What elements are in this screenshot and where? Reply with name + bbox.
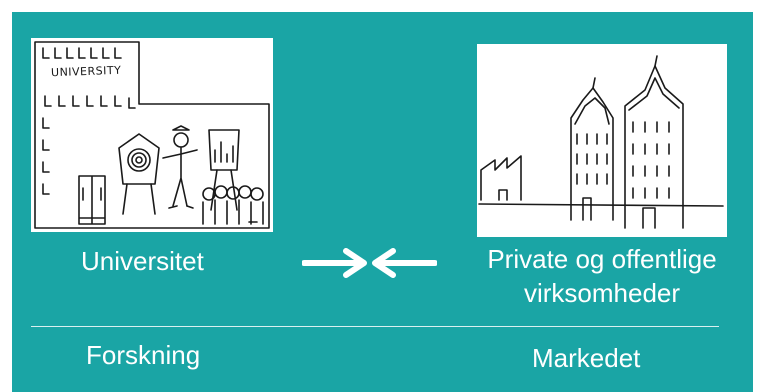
university-sketch <box>34 41 270 229</box>
university-label: Universitet <box>81 246 204 276</box>
business-label: Private og offentlige virksomheder <box>457 242 747 310</box>
slide: UNIVERSITY Univer <box>12 12 753 392</box>
research-caption: Forskning <box>86 340 201 370</box>
converging-arrows-icon <box>302 248 437 278</box>
university-sign: UNIVERSITY <box>50 63 122 80</box>
divider <box>31 326 719 327</box>
university-illustration: UNIVERSITY <box>31 38 273 232</box>
business-sketch <box>478 55 724 229</box>
market-caption: Markedet <box>532 343 641 373</box>
business-label-line2: virksomheder <box>523 278 681 308</box>
business-illustration <box>477 44 727 237</box>
business-label-line1: Private og offentlige <box>487 244 717 274</box>
